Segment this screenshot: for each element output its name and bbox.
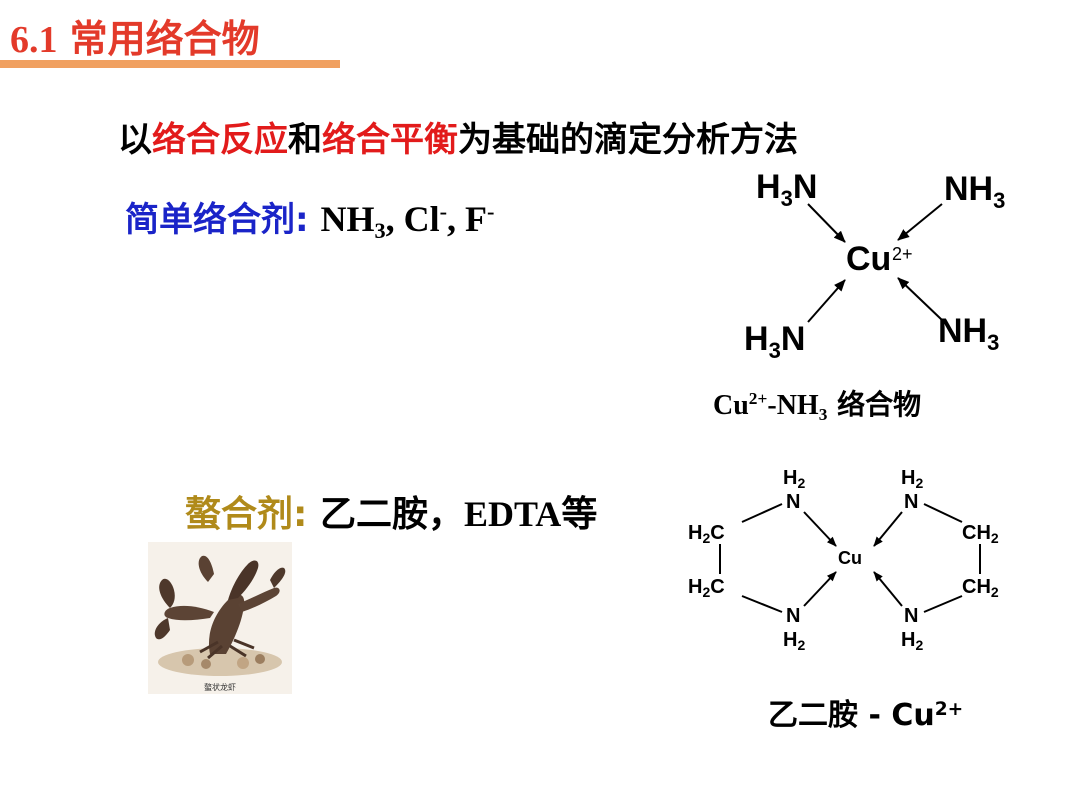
simple-ligand-label: 简单络合剂: <box>125 200 309 240</box>
page-title: 6.1 常用络合物 <box>10 8 260 63</box>
section-title: 常用络合物 <box>69 17 260 61</box>
left-upper-h2c: H2C <box>688 522 725 546</box>
intro-line: 以络合反应和络合平衡为基础的滴定分析方法 <box>118 112 798 161</box>
bond-left-bottom <box>741 595 783 613</box>
bond-right-bottom <box>923 595 963 613</box>
en-cu-caption: 乙二胺 - Cu2+ <box>768 690 963 734</box>
en-cu-center: Cu <box>838 548 862 568</box>
arrow-right-bottom <box>873 571 903 607</box>
intro-part1: 以 <box>118 120 152 160</box>
arrow-bottom-left <box>807 279 846 323</box>
left-top-n: N <box>786 491 800 513</box>
arrow-right-top <box>873 511 903 547</box>
chelate-line: 螯合剂: 乙二胺，EDTA等 <box>185 485 597 537</box>
intro-part2: 络合反应 <box>152 120 288 160</box>
f-sup: - <box>487 198 495 224</box>
intro-part4: 络合平衡 <box>322 120 458 160</box>
simple-ligand-formula: NH3, Cl-, F- <box>320 198 495 243</box>
caption-cu: Cu <box>713 390 749 421</box>
arrow-left-bottom <box>803 571 837 607</box>
caption-cu-sup: 2+ <box>748 389 768 409</box>
cu-nh3-caption: Cu2+-NH3 络合物 <box>713 383 922 424</box>
left-bottom-n: N <box>786 605 800 627</box>
caption-cn: 络合物 <box>827 388 922 421</box>
cu-nh3-diagram: H3N NH3 Cu 2+ H3N NH3 <box>744 168 1005 363</box>
chelate-label: 螯合剂: <box>185 494 308 535</box>
cu-center: Cu <box>846 240 891 278</box>
crayfish-caption: 螯状龙虾 <box>204 683 236 692</box>
chelate-text1: 乙二胺， <box>307 494 464 535</box>
right-bottom-h2: H2 <box>901 629 923 653</box>
right-bottom-n: N <box>904 605 918 627</box>
caption-nh-sub: 3 <box>818 404 828 424</box>
arrow-left-top <box>803 511 837 547</box>
cu-charge: 2+ <box>892 244 913 264</box>
en-cu-diagram: H2 N H2C H2C N H2 Cu H2 N CH2 CH2 N H2 <box>688 467 999 653</box>
arrow-top-left <box>807 203 846 243</box>
section-number: 6.1 <box>10 19 58 61</box>
cl-text: , Cl <box>385 199 440 239</box>
intro-part3: 和 <box>288 120 322 160</box>
bond-right-top <box>923 503 963 523</box>
intro-part5: 为基础的滴定分析方法 <box>458 120 798 160</box>
arrow-bottom-right <box>897 277 943 321</box>
nh3-text: NH <box>320 199 375 239</box>
ligand-top-left: H3N <box>756 168 817 211</box>
f-text: , F <box>447 199 488 239</box>
right-upper-ch2: CH2 <box>962 522 999 546</box>
ligand-bottom-left: H3N <box>744 320 805 363</box>
caption-nh: -NH <box>767 390 819 421</box>
crayfish-image: 螯状龙虾 <box>148 542 292 694</box>
left-top-h2: H2 <box>783 467 805 491</box>
ligand-top-right: NH3 <box>944 170 1005 213</box>
crayfish-drawing <box>154 555 286 676</box>
bond-left-top <box>741 503 783 523</box>
right-lower-ch2: CH2 <box>962 576 999 600</box>
en-cu-caption-text: 乙二胺 - Cu <box>768 698 935 733</box>
chelate-text3: 等 <box>561 494 598 535</box>
left-lower-h2c: H2C <box>688 576 725 600</box>
cl-sup: - <box>439 198 448 224</box>
title-underline <box>0 60 340 68</box>
nh3-sub: 3 <box>374 218 386 244</box>
right-top-h2: H2 <box>901 467 923 491</box>
left-bottom-h2: H2 <box>783 629 805 653</box>
right-top-n: N <box>904 491 918 513</box>
en-cu-caption-sup: 2+ <box>934 698 964 720</box>
chelate-edta: EDTA <box>463 494 562 534</box>
ligand-bottom-right: NH3 <box>938 312 999 355</box>
simple-ligand-line: 简单络合剂: NH3, Cl-, F- <box>125 192 495 243</box>
arrow-top-right <box>897 203 943 241</box>
